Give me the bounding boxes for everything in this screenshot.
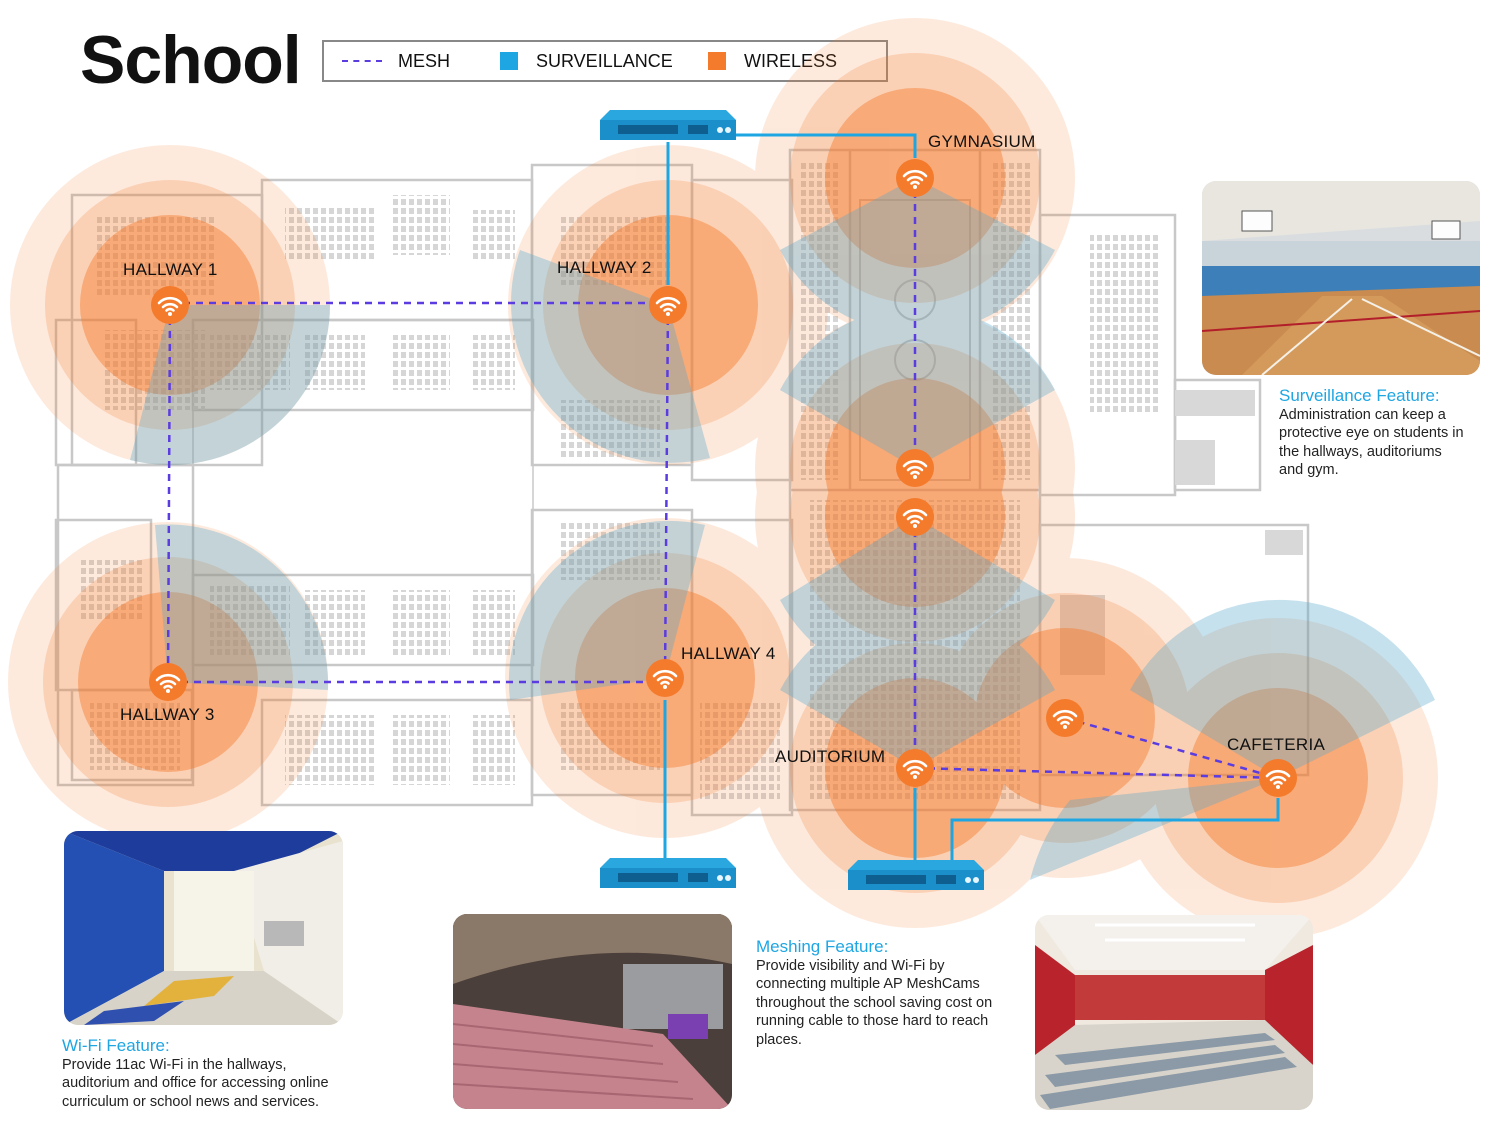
meshing-feature-line: places. [756,1031,802,1048]
meshing-feature-line: throughout the school saving cost on [756,994,993,1011]
meshing-feature-heading: Meshing Feature: [756,937,889,956]
hallway-image [64,831,343,1025]
surveillance-swatch-icon [500,52,518,70]
auditorium-photo [453,914,732,1109]
mesh-links [166,178,1279,780]
access-point-hallway-2[interactable] [647,284,689,326]
surveillance-coverage [130,178,1435,880]
network-switch-icon[interactable] [600,110,736,140]
legend-wireless: WIRELESS [708,42,837,80]
surveillance-feature-heading: Surveillance Feature: [1279,386,1440,405]
access-point-hallway-4[interactable] [644,657,686,699]
wifi-feature-line: curriculum or school news and services. [62,1093,320,1110]
page-title: School [80,22,302,98]
access-point-hallway-3[interactable] [147,661,189,703]
access-point-auditorium[interactable] [894,747,936,789]
legend-surveillance: SURVEILLANCE [500,42,673,80]
cafeteria-photo [1035,915,1313,1110]
meshing-feature: Meshing Feature: Provide visibility and … [756,937,1026,1049]
label-hallway-4: HALLWAY 4 [681,644,776,663]
wifi-feature: Wi-Fi Feature: Provide 11ac Wi-Fi in the… [62,1036,392,1111]
surveillance-feature-line: and gym. [1279,462,1339,478]
access-point-cafeteria-side[interactable] [1044,697,1086,739]
gymnasium-image [1202,181,1480,375]
access-point-gymnasium[interactable] [894,157,936,199]
legend-surveillance-label: SURVEILLANCE [536,50,673,71]
legend-wireless-label: WIRELESS [744,50,838,71]
surveillance-feature-line: the hallways, auditoriums [1279,443,1442,460]
uplink-cables [663,133,1280,860]
wifi-feature-line: auditorium and office for accessing onli… [62,1075,329,1091]
access-point-gymnasium-center[interactable] [894,447,936,489]
mesh-line-icon [342,60,382,62]
label-gymnasium: GYMNASIUM [928,132,1036,151]
wifi-feature-line: Provide 11ac Wi-Fi in the hallways, [62,1056,287,1073]
label-hallway-1: HALLWAY 1 [123,260,218,279]
surveillance-feature-line: Administration can keep a [1279,406,1446,423]
meshing-feature-line: Provide visibility and Wi-Fi by [756,957,945,974]
surveillance-feature-line: protective eye on students in [1279,425,1464,441]
network-switch-icon[interactable] [848,860,984,890]
label-auditorium: AUDITORIUM [775,747,886,766]
cafeteria-image [1035,915,1313,1110]
legend-mesh-label: MESH [398,50,451,71]
label-cafeteria: CAFETERIA [1227,735,1326,754]
meshing-feature-line: connecting multiple AP MeshCams [756,976,980,992]
wifi-feature-heading: Wi-Fi Feature: [62,1036,170,1055]
hallway-photo [64,831,343,1025]
gymnasium-photo [1202,181,1480,375]
legend: MESH SURVEILLANCE WIRELESS [322,40,888,82]
access-point-cafeteria[interactable] [1257,757,1299,799]
access-point-hallway-1[interactable] [149,284,191,326]
wireless-swatch-icon [708,52,726,70]
network-switch-icon[interactable] [600,858,736,888]
label-hallway-2: HALLWAY 2 [557,258,652,277]
access-point-auditorium-upper[interactable] [894,496,936,538]
meshing-feature-line: running cable to those hard to reach [756,1013,989,1029]
auditorium-image [453,914,732,1109]
label-hallway-3: HALLWAY 3 [120,705,215,724]
legend-mesh: MESH [342,42,450,80]
surveillance-feature: Surveillance Feature: Administration can… [1279,386,1484,480]
